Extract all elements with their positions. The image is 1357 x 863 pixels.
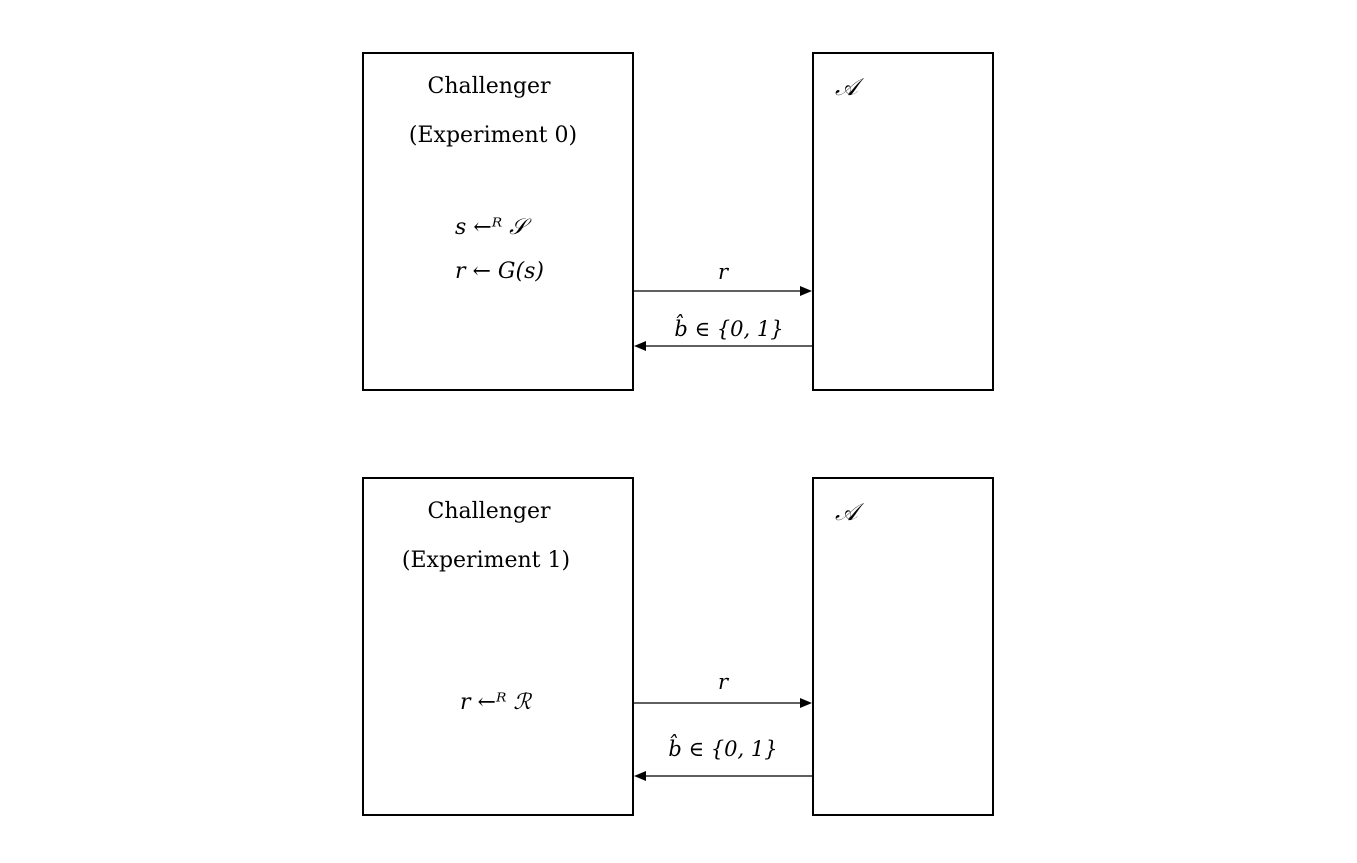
adversary-label-1: 𝒜 (835, 498, 865, 526)
arrowhead-to-adversary-1 (800, 698, 812, 708)
challenger-title-0: Challenger (428, 74, 551, 99)
adversary-box-1 (812, 477, 994, 816)
experiment-0: Challenger (Experiment 0) s ←ᴿ 𝒮 r ← G(s… (362, 52, 994, 391)
arrowhead-to-adversary-0 (800, 286, 812, 296)
challenger-box-0 (362, 52, 634, 391)
message-bhat-label-0: b̂ ∈ {0, 1} (674, 314, 783, 341)
challenger-subtitle-0: (Experiment 0) (409, 123, 577, 148)
adversary-label-0: 𝒜 (835, 73, 865, 101)
challenger-step-generate: r ← G(s) (455, 259, 544, 284)
challenger-step-sample-random: r ←ᴿ ℛ (460, 690, 532, 715)
message-bhat-label-1: b̂ ∈ {0, 1} (668, 734, 777, 761)
arrowhead-to-challenger-0 (634, 341, 646, 351)
challenger-box-1 (362, 477, 634, 816)
challenger-title-1: Challenger (428, 499, 551, 524)
arrowhead-to-challenger-1 (634, 771, 646, 781)
challenger-subtitle-1: (Experiment 1) (402, 548, 570, 573)
message-r-label-1: r (718, 670, 730, 694)
adversary-box-0 (812, 52, 994, 391)
experiment-1: Challenger (Experiment 1) r ←ᴿ ℛ 𝒜 r b̂ … (362, 477, 994, 816)
message-r-label-0: r (718, 260, 730, 284)
challenger-step-sample-seed: s ←ᴿ 𝒮 (455, 215, 532, 240)
